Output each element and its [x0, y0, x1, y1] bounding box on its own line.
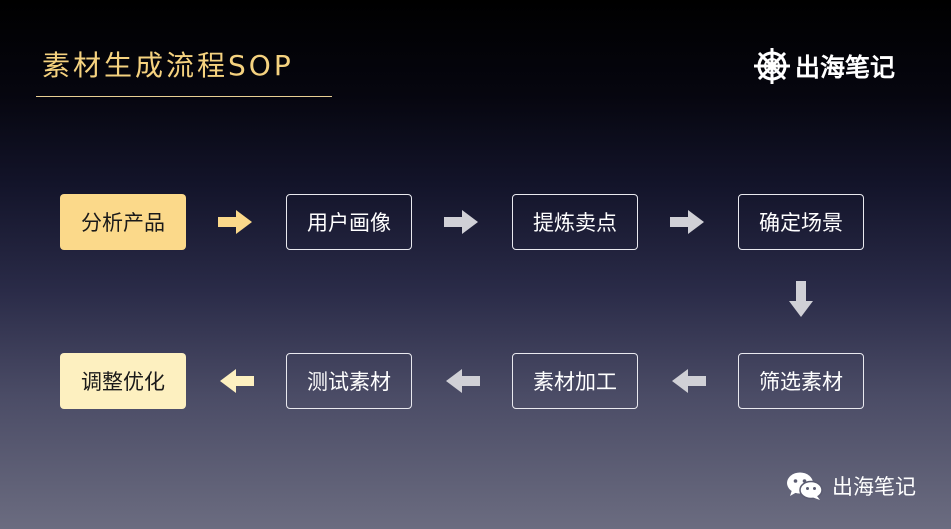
- arrow-down-icon: [789, 281, 813, 317]
- arrow-left-icon: [220, 369, 254, 393]
- brand-logo: 出海笔记: [752, 46, 895, 86]
- footer-account-name: 出海笔记: [832, 475, 916, 499]
- step-define-scene: 确定场景: [738, 194, 864, 250]
- step-user-persona: 用户画像: [286, 194, 412, 250]
- wechat-icon: [787, 472, 823, 500]
- page-title: 素材生成流程SOP: [42, 49, 294, 82]
- step-process-material: 素材加工: [512, 353, 638, 409]
- arrow-right-icon: [444, 210, 478, 234]
- arrow-left-icon: [672, 369, 706, 393]
- wechat-watermark: 出海笔记: [786, 471, 916, 501]
- arrow-left-icon: [446, 369, 480, 393]
- arrow-right-icon: [218, 210, 252, 234]
- title-underline: [36, 96, 332, 97]
- step-filter-material: 筛选素材: [738, 353, 864, 409]
- step-test-material: 测试素材: [286, 353, 412, 409]
- logo-text: 出海笔记: [795, 53, 896, 82]
- ship-wheel-icon: [754, 48, 790, 84]
- step-adjust-optimize: 调整优化: [60, 353, 186, 409]
- arrow-right-icon: [670, 210, 704, 234]
- step-selling-points: 提炼卖点: [512, 194, 638, 250]
- step-analyze-product: 分析产品: [60, 194, 186, 250]
